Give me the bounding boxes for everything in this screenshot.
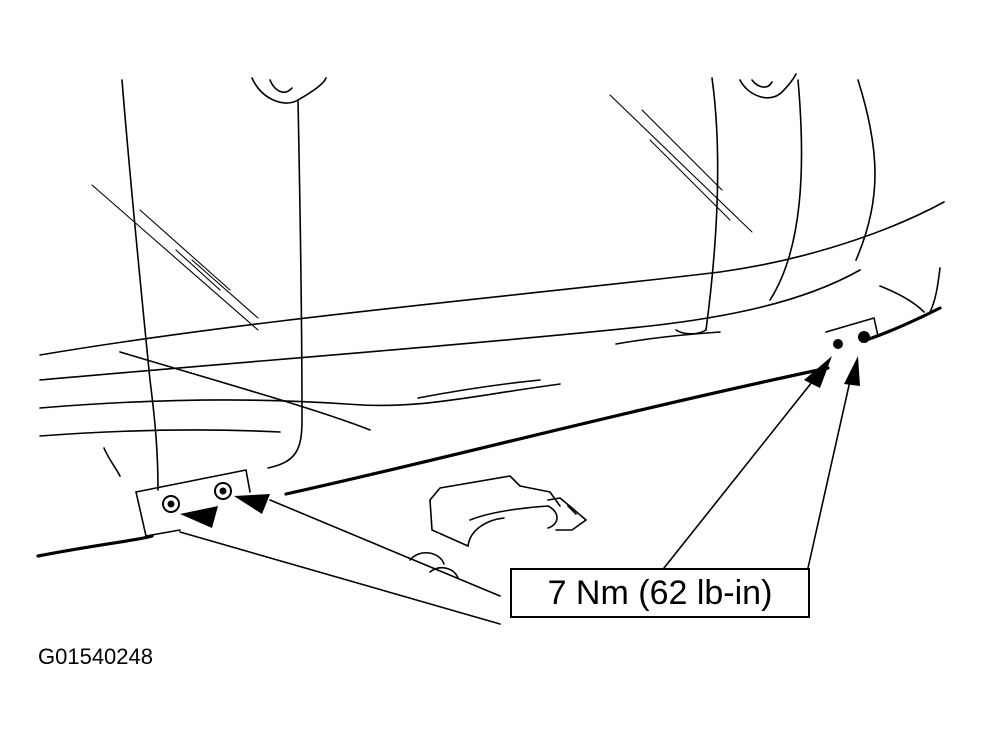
sill-retainer-clip xyxy=(429,475,587,547)
torque-spec-label: 7 Nm (62 lb-in) xyxy=(547,573,773,612)
screw-right-inner xyxy=(833,339,843,349)
torque-callout-box: 7 Nm (62 lb-in) xyxy=(510,568,810,618)
left-pillar-outline xyxy=(91,77,327,491)
callout-leaders xyxy=(180,356,860,569)
arrowhead-right-outer xyxy=(844,356,860,386)
screw-right-outer xyxy=(858,331,870,343)
arrowhead-left-outer xyxy=(180,506,218,528)
sill-plate xyxy=(36,306,942,625)
screw-left-outer xyxy=(162,495,180,513)
screw-left-inner xyxy=(214,482,232,500)
right-pillar-outline xyxy=(609,73,876,335)
arrowhead-right-inner xyxy=(804,356,832,388)
figure-id-label: G01540248 xyxy=(38,644,153,669)
floor-contours xyxy=(39,201,945,477)
arrowhead-left-inner xyxy=(234,494,270,514)
fasteners xyxy=(162,331,870,513)
